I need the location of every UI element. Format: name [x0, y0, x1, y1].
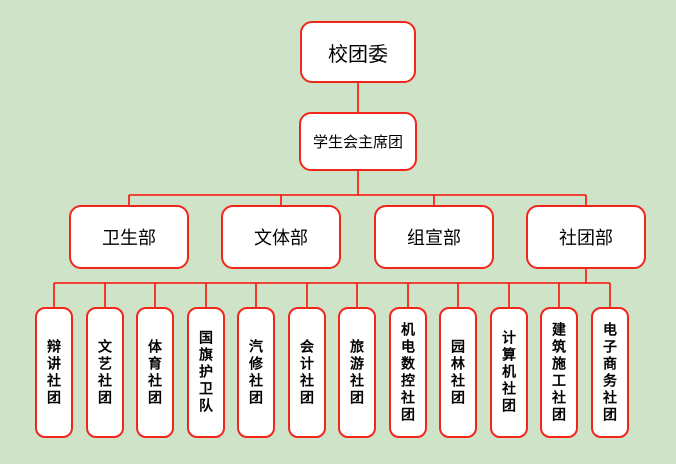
node-club-tourism: 旅游社团: [338, 307, 376, 438]
node-label: 卫生部: [102, 228, 156, 248]
node-club-ecommerce: 电子商务社团: [591, 307, 629, 438]
node-club-gardening: 园林社团: [439, 307, 477, 438]
node-label: 体育社团: [147, 338, 163, 407]
node-label: 文艺社团: [97, 338, 113, 407]
node-club-auto-repair: 汽修社团: [237, 307, 275, 438]
node-club-accounting: 会计社团: [288, 307, 326, 438]
node-label: 汽修社团: [248, 338, 264, 407]
node-label: 会计社团: [299, 338, 315, 407]
node-dept-organization-publicity: 组宣部: [374, 205, 494, 269]
node-label: 学生会主席团: [312, 134, 403, 151]
node-club-arts: 文艺社团: [86, 307, 124, 438]
node-label: 辩讲社团: [46, 338, 62, 407]
node-club-computer: 计算机社团: [490, 307, 528, 438]
node-label: 建筑施工社团: [551, 321, 567, 424]
node-label: 园林社团: [450, 338, 466, 407]
node-label: 机电数控社团: [400, 321, 416, 424]
node-club-flag-guard-team: 国旗护卫队: [187, 307, 225, 438]
node-club-mechatronics-cnc: 机电数控社团: [389, 307, 427, 438]
node-label: 计算机社团: [501, 330, 517, 415]
node-label: 电子商务社团: [602, 321, 618, 424]
node-dept-culture-sports: 文体部: [221, 205, 341, 269]
node-label: 社团部: [559, 228, 613, 248]
node-label: 文体部: [254, 228, 308, 248]
node-student-union-presidium: 学生会主席团: [299, 112, 417, 171]
node-club-debate-speech: 辩讲社团: [35, 307, 73, 438]
node-club-sports: 体育社团: [136, 307, 174, 438]
node-label: 国旗护卫队: [198, 330, 214, 415]
node-label: 校团委: [328, 43, 388, 66]
node-label: 旅游社团: [349, 338, 365, 407]
node-club-construction: 建筑施工社团: [540, 307, 578, 438]
node-dept-health: 卫生部: [69, 205, 189, 269]
node-dept-clubs: 社团部: [526, 205, 646, 269]
node-school-youth-league-committee: 校团委: [300, 21, 416, 83]
node-label: 组宣部: [407, 228, 461, 248]
